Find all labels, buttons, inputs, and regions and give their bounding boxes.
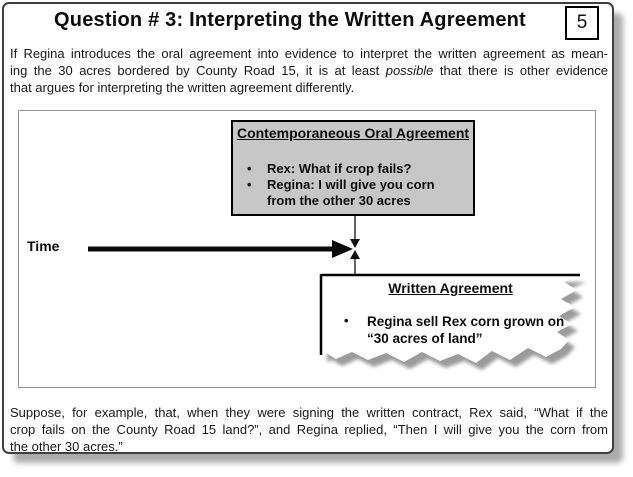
intro-line-3: that argues for interpreting the written… — [10, 80, 355, 95]
torn-paper-svg — [319, 273, 586, 370]
intro-line-1: If Regina introduces the oral agreement … — [10, 46, 608, 61]
footer-line-3: the other 30 acres.” — [10, 439, 123, 454]
footer-line-1: Suppose, for example, that, when they we… — [10, 405, 608, 420]
torn-paper-edge — [321, 275, 580, 363]
bullet-dot-icon: • — [247, 177, 252, 192]
intro-paragraph: If Regina introduces the oral agreement … — [10, 45, 608, 96]
footer-paragraph: Suppose, for example, that, when they we… — [10, 404, 608, 455]
time-label: Time — [27, 238, 60, 254]
connector-arrow-down-icon — [350, 215, 360, 248]
written-agreement-box: Written Agreement • Regina sell Rex corn… — [318, 269, 613, 389]
bullet-dot-icon: • — [247, 161, 252, 176]
oral-bullet-text: Rex: What if crop fails? — [267, 161, 412, 176]
timeline-diagram-panel: Time Contemporaneous Oral Agreement • Re… — [18, 110, 596, 388]
intro-line-2-italic: possible — [385, 63, 434, 78]
footer-line-2: crop fails on the County Road 15 land?”,… — [10, 422, 608, 437]
timeline-arrows-svg — [88, 215, 360, 275]
intro-line-2-pre: ing the 30 acres bordered by County Road… — [10, 63, 386, 78]
oral-agreement-box: Contemporaneous Oral Agreement • Rex: Wh… — [231, 120, 475, 216]
slide-card: Question # 3: Interpreting the Written A… — [2, 2, 614, 454]
slide-title: Question # 3: Interpreting the Written A… — [54, 9, 526, 31]
written-agreement-title: Written Agreement — [388, 280, 513, 296]
oral-agreement-bullets: • Rex: What if crop fails? • Regina: I w… — [233, 161, 473, 209]
list-item: • Regina: I will give you corn from the … — [233, 177, 473, 209]
oral-bullet-text: Regina: I will give you corn from the ot… — [267, 177, 435, 208]
intro-line-2: ing the 30 acres bordered by County Road… — [10, 62, 608, 79]
list-item: • Regina sell Rex corn grown on “30 acre… — [344, 313, 574, 347]
page-number-box: 5 — [565, 6, 599, 40]
time-arrow-icon — [88, 240, 353, 258]
page-number: 5 — [576, 12, 588, 33]
connector-arrow-up-icon — [350, 250, 360, 275]
list-item: • Rex: What if crop fails? — [233, 161, 473, 177]
bullet-dot-icon: • — [344, 313, 349, 328]
intro-line-2-post: that there is other evidence — [433, 63, 609, 78]
oral-agreement-title: Contemporaneous Oral Agreement — [236, 125, 470, 141]
written-bullet-text: Regina sell Rex corn grown on “30 acres … — [367, 314, 565, 346]
